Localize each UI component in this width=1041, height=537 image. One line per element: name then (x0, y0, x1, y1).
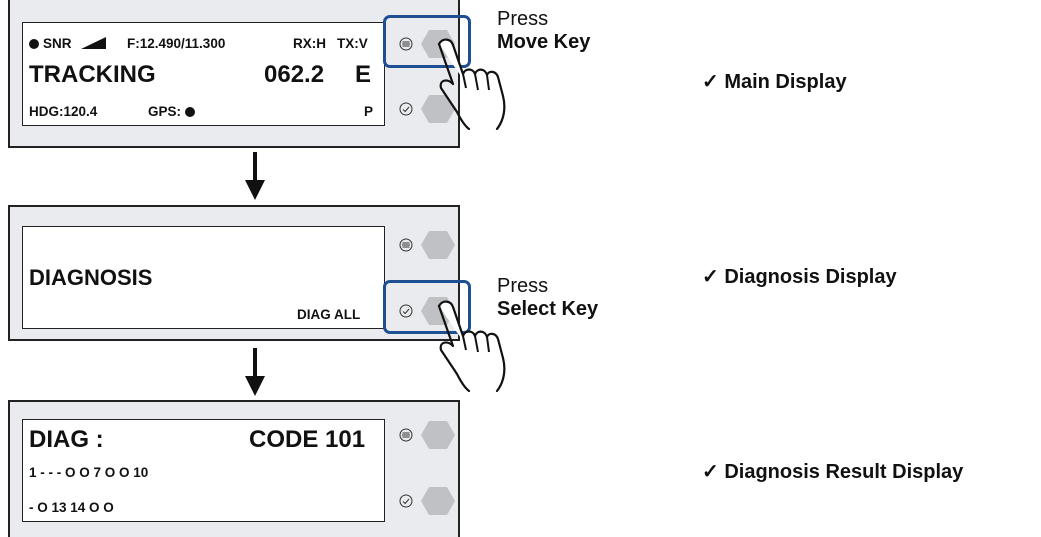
move-key-highlight (383, 15, 471, 68)
diag-result-line-2: - O 13 14 O O (29, 500, 114, 515)
check-icon (399, 102, 413, 116)
menu-icon (399, 37, 413, 51)
mode-letter: P (364, 104, 374, 119)
main-display-label: ✓ Main Display (702, 71, 847, 93)
heading-readout: HDG:120.4 (29, 104, 98, 119)
select-key-button[interactable] (421, 94, 455, 124)
gps-dot-icon (185, 107, 196, 117)
diagnosis-display-panel: DIAGNOSIS DIAG ALL (8, 205, 460, 341)
menu-icon (399, 238, 413, 252)
lcd-screen: DIAG : CODE 101 1 - - - O O 7 O O 10 - O… (22, 419, 385, 522)
frequency-readout: F:12.490/11.300 (127, 36, 226, 51)
diag-title: DIAG : (29, 426, 104, 453)
check-icon (399, 304, 413, 318)
diagnosis-result-label: ✓ Diagnosis Result Display (702, 461, 964, 483)
snr-indicator: SNR (29, 36, 106, 51)
menu-icon (399, 428, 413, 442)
rx-polarity: RX:H (293, 36, 326, 51)
select-key-button[interactable] (421, 486, 455, 516)
direction-letter: E (355, 61, 372, 88)
diagnosis-display-label: ✓ Diagnosis Display (702, 266, 897, 288)
diag-code: CODE 101 (249, 426, 366, 453)
diagnosis-title: DIAGNOSIS (29, 265, 153, 290)
diagnosis-result-panel: DIAG : CODE 101 1 - - - O O 7 O O 10 - O… (8, 400, 460, 537)
move-key-button[interactable] (421, 420, 455, 450)
press-label: Press (497, 275, 549, 297)
check-icon (399, 494, 413, 508)
select-key-label: Select Key (497, 298, 599, 320)
select-key-instruction: Press Select Key (497, 275, 598, 321)
azimuth-value: 062.2 (264, 61, 325, 88)
signal-strength-icon (80, 37, 106, 49)
down-arrow (245, 152, 265, 200)
move-key-label: Move Key (497, 31, 591, 53)
gps-indicator: GPS: (148, 104, 196, 119)
pointing-hand-icon (437, 300, 506, 392)
snr-dot-icon (29, 39, 39, 49)
down-arrow (245, 348, 265, 396)
lcd-screen: SNR F:12.490/11.300 RX:H TX:V TRACKING 0… (22, 22, 385, 126)
status-text: TRACKING (29, 61, 156, 88)
lcd-screen: DIAGNOSIS DIAG ALL (22, 226, 385, 329)
move-key-button[interactable] (421, 230, 455, 260)
press-label: Press (497, 8, 549, 30)
pointing-hand-icon (437, 38, 506, 130)
tx-polarity: TX:V (337, 36, 368, 51)
select-key-highlight (383, 280, 471, 334)
diag-all-option: DIAG ALL (297, 307, 361, 322)
move-key-instruction: Press Move Key (497, 8, 590, 54)
diag-result-line-1: 1 - - - O O 7 O O 10 (29, 465, 149, 480)
